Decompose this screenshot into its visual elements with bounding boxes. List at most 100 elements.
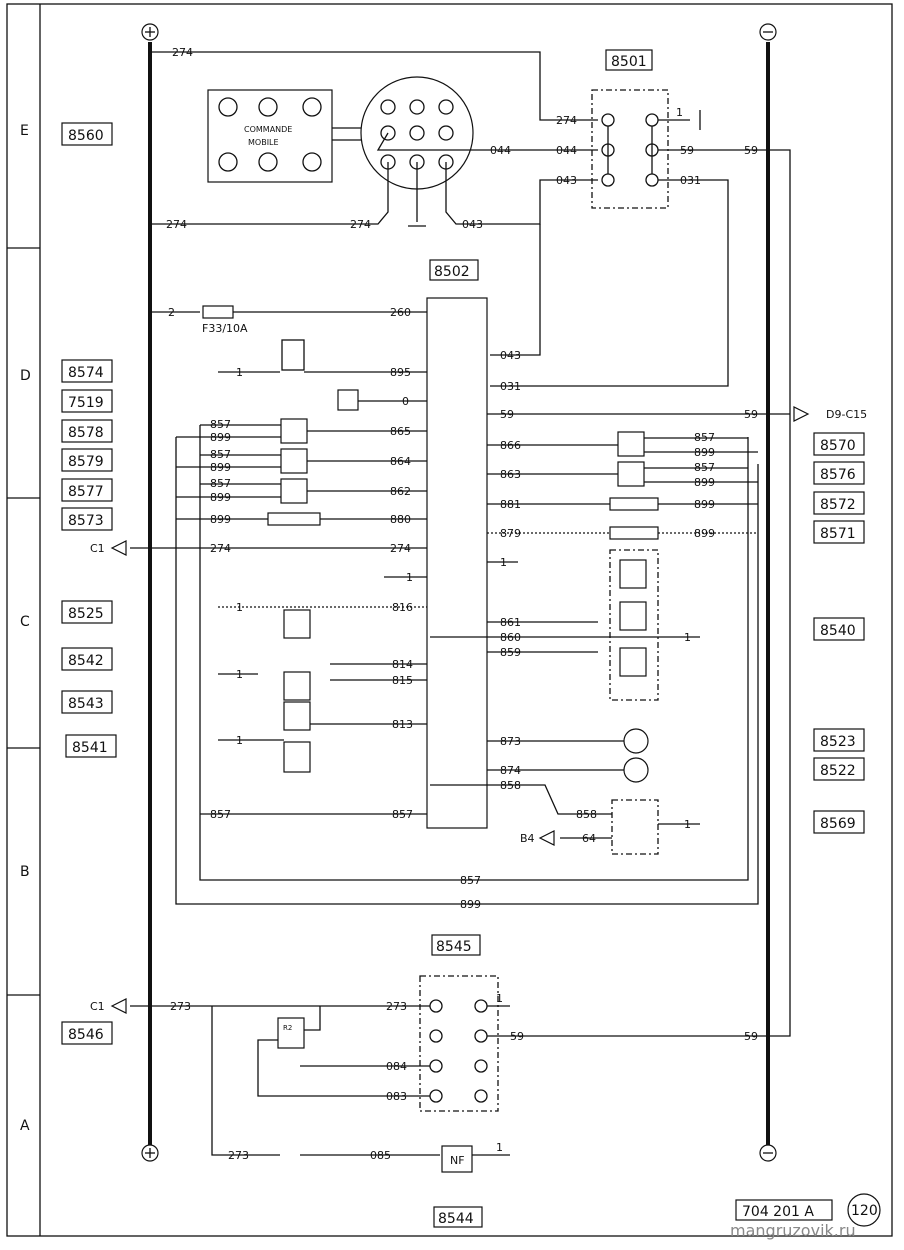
svg-text:879: 879 [500,527,521,540]
svg-text:8540: 8540 [820,623,856,639]
svg-text:8571: 8571 [820,526,856,542]
svg-text:8522: 8522 [820,763,856,779]
svg-text:031: 031 [680,174,701,187]
svg-text:8574: 8574 [68,365,104,381]
svg-text:899: 899 [210,431,231,444]
svg-text:B4: B4 [520,832,535,845]
row-label-d: D [20,368,31,384]
svg-text:043: 043 [556,174,577,187]
svg-text:274: 274 [166,218,187,231]
svg-text:895: 895 [390,366,411,379]
diagram-reference: 704 201 A [742,1204,814,1220]
connector-arrow-c1 [110,540,127,556]
svg-text:857: 857 [210,448,231,461]
svg-text:F33/10A: F33/10A [202,322,248,335]
svg-text:59: 59 [744,408,758,421]
warning-lamp-873-icon [623,728,649,754]
row-label-a: A [20,1118,30,1134]
svg-text:8576: 8576 [820,467,856,483]
svg-text:NF: NF [450,1154,465,1167]
svg-text:085: 085 [370,1149,391,1162]
label-8545: 8545 [436,939,472,955]
warning-lamp-874-icon [623,757,649,783]
commande-label: COMMANDE [244,125,292,134]
svg-text:857: 857 [694,431,715,444]
svg-text:274: 274 [210,542,231,555]
svg-text:031: 031 [500,380,521,393]
svg-text:1: 1 [684,631,691,644]
relay-nf [441,1145,473,1173]
svg-text:59: 59 [744,1030,758,1043]
svg-text:273: 273 [170,1000,191,1013]
svg-text:274: 274 [390,542,411,555]
svg-text:0: 0 [402,395,409,408]
page-number: 120 [851,1203,878,1219]
svg-text:860: 860 [500,631,521,644]
pressure-sensors-left [280,418,308,504]
sensor-resistor-icon [267,512,321,526]
connector-arrow-c1-bottom [110,998,127,1014]
svg-text:274: 274 [172,46,193,59]
svg-text:8541: 8541 [72,740,108,756]
svg-text:813: 813 [392,718,413,731]
svg-text:D9-C15: D9-C15 [826,408,867,421]
sensor-resistor-right-icon [609,497,659,511]
svg-text:815: 815 [392,674,413,687]
svg-text:899: 899 [210,491,231,504]
svg-text:873: 873 [500,735,521,748]
svg-text:1: 1 [236,668,243,681]
svg-text:8572: 8572 [820,497,856,513]
svg-text:899: 899 [210,513,231,526]
svg-text:59: 59 [680,144,694,157]
svg-text:8523: 8523 [820,734,856,750]
svg-text:814: 814 [392,658,413,671]
connector-arrow-b4 [538,830,555,846]
svg-text:260: 260 [390,306,411,319]
svg-text:8578: 8578 [68,425,104,441]
svg-text:274: 274 [556,114,577,127]
push-button-icon [337,389,359,411]
svg-text:899: 899 [694,476,715,489]
svg-text:1: 1 [236,734,243,747]
solenoid-valves-left [283,609,311,773]
row-label-c: C [20,614,30,630]
svg-text:273: 273 [386,1000,407,1013]
svg-text:59: 59 [744,144,758,157]
left-code-list: 8560 8574 7519 8578 8579 8577 8573 8525 … [61,122,117,1045]
label-8501: 8501 [611,54,647,70]
svg-text:857: 857 [210,418,231,431]
svg-text:865: 865 [390,425,411,438]
pressure-sensors-right [617,431,645,487]
svg-text:084: 084 [386,1060,407,1073]
module-8545 [419,975,499,1112]
watermark: mangruzovik.ru [730,1221,856,1240]
svg-text:857: 857 [210,808,231,821]
svg-text:857: 857 [392,808,413,821]
svg-text:864: 864 [390,455,411,468]
row-label-e: E [20,123,29,139]
connector-arrow-d9 [793,406,810,422]
svg-text:64: 64 [582,832,596,845]
svg-text:874: 874 [500,764,521,777]
right-code-list: 8570 8576 8572 8571 8540 8523 8522 8569 [813,432,865,834]
svg-text:881: 881 [500,498,521,511]
svg-text:R2: R2 [283,1024,292,1032]
svg-text:1: 1 [676,106,683,119]
svg-text:857: 857 [460,874,481,887]
svg-text:1: 1 [496,1141,503,1154]
svg-text:861: 861 [500,616,521,629]
svg-text:857: 857 [210,477,231,490]
fuse-icon [202,305,234,319]
svg-text:858: 858 [500,779,521,792]
svg-text:8569: 8569 [820,816,856,832]
svg-text:866: 866 [500,439,521,452]
svg-text:C1: C1 [90,542,105,555]
svg-text:1: 1 [406,571,413,584]
svg-text:59: 59 [500,408,514,421]
svg-text:8543: 8543 [68,696,104,712]
svg-text:8546: 8546 [68,1027,104,1043]
row-label-b: B [20,864,30,880]
svg-text:880: 880 [390,513,411,526]
svg-text:8579: 8579 [68,454,104,470]
